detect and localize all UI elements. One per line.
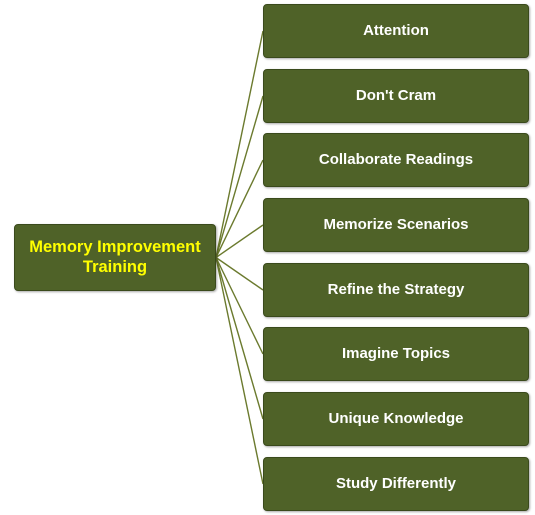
child-node-study-differently: Study Differently (263, 457, 529, 511)
child-node-dont-cram: Don't Cram (263, 69, 529, 123)
child-node-collaborate-readings: Collaborate Readings (263, 133, 529, 187)
child-node-label: Don't Cram (355, 87, 437, 104)
connector-line (215, 257, 264, 355)
connector-line (215, 159, 264, 258)
root-node-memory-improvement-training: Memory Improvement Training (14, 224, 216, 291)
connector-line (215, 30, 264, 258)
child-node-label: Attention (363, 22, 429, 39)
root-node-label-line-1: Memory Improvement (29, 237, 201, 256)
child-node-imagine-topics: Imagine Topics (263, 327, 529, 381)
child-node-memorize-scenarios: Memorize Scenarios (263, 198, 529, 252)
child-node-label: Unique Knowledge (328, 410, 464, 427)
child-node-attention: Attention (263, 4, 529, 58)
child-node-label: Collaborate Readings (318, 151, 474, 168)
connector-line (215, 95, 264, 258)
connector-line (215, 257, 264, 485)
connector-line (215, 256, 264, 291)
child-node-label: Refine the Strategy (327, 281, 465, 298)
child-node-label: Study Differently (335, 475, 456, 492)
root-node-label-line-2: Training (82, 257, 148, 276)
root-node-label: Memory Improvement Training (29, 238, 200, 278)
child-node-unique-knowledge: Unique Knowledge (263, 392, 529, 446)
child-node-label: Imagine Topics (341, 345, 451, 362)
child-node-label: Memorize Scenarios (323, 216, 469, 233)
connector-line (215, 224, 264, 259)
connector-line (215, 257, 264, 420)
child-node-refine-the-strategy: Refine the Strategy (263, 263, 529, 317)
